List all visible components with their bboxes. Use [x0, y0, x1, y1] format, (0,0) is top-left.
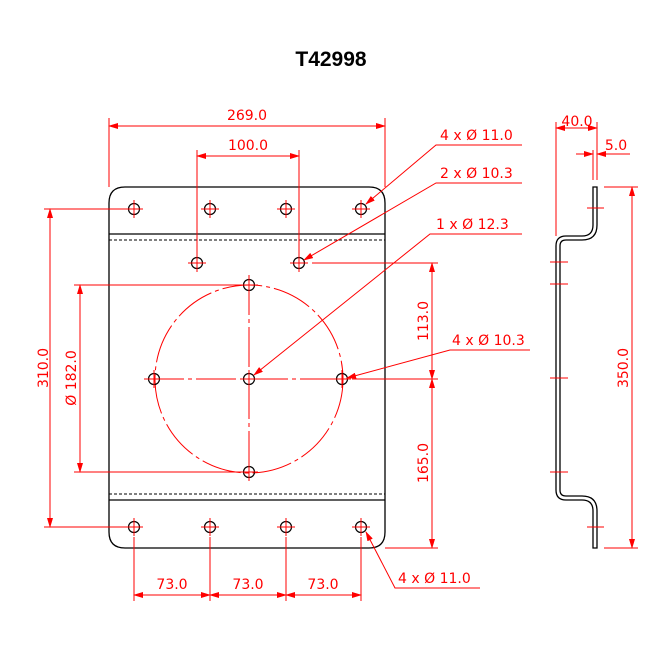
hole: [352, 518, 370, 536]
callout-bottom-corner-holes: 4 x Ø 11.0: [398, 571, 471, 587]
dim-side-height: 350.0: [616, 348, 632, 388]
hole: [125, 518, 143, 536]
hole: [188, 254, 206, 272]
hole: [290, 254, 308, 272]
hole: [145, 370, 163, 388]
dim-hole-row-spacing: 310.0: [36, 348, 52, 388]
hole: [333, 370, 351, 388]
dim-mid-hole-spacing: 100.0: [228, 138, 268, 154]
callout-center-hole: 1 x Ø 12.3: [436, 217, 509, 233]
hole: [277, 518, 295, 536]
callout-top-corner-holes: 4 x Ø 11.0: [440, 128, 513, 144]
dim-bottom-spacing-1: 73.0: [156, 577, 187, 593]
dim-center-to-bottom: 165.0: [416, 443, 432, 483]
callout-circle-holes: 4 x Ø 10.3: [452, 333, 525, 349]
holes: [125, 200, 370, 536]
dim-bottom-spacing-3: 73.0: [307, 577, 338, 593]
plate-front-view: [108, 186, 386, 549]
dimension-lines: [44, 118, 530, 601]
dim-center-to-mid: 113.0: [416, 301, 432, 341]
dim-side-depth: 40.0: [561, 114, 592, 130]
hole: [240, 463, 258, 481]
hole: [125, 200, 143, 218]
hole: [277, 200, 295, 218]
hole: [240, 276, 258, 294]
dim-bottom-spacing-2: 73.0: [232, 577, 263, 593]
drawing-title: T42998: [295, 48, 367, 71]
dim-thickness: 5.0: [605, 138, 627, 154]
plate-side-view: [550, 122, 638, 549]
callout-mid-holes: 2 x Ø 10.3: [440, 166, 513, 182]
dim-overall-width: 269.0: [227, 108, 267, 124]
dim-circle-diameter: Ø 182.0: [64, 350, 80, 406]
hole: [352, 200, 370, 218]
hole: [201, 200, 219, 218]
hole: [240, 370, 258, 388]
hole: [201, 518, 219, 536]
